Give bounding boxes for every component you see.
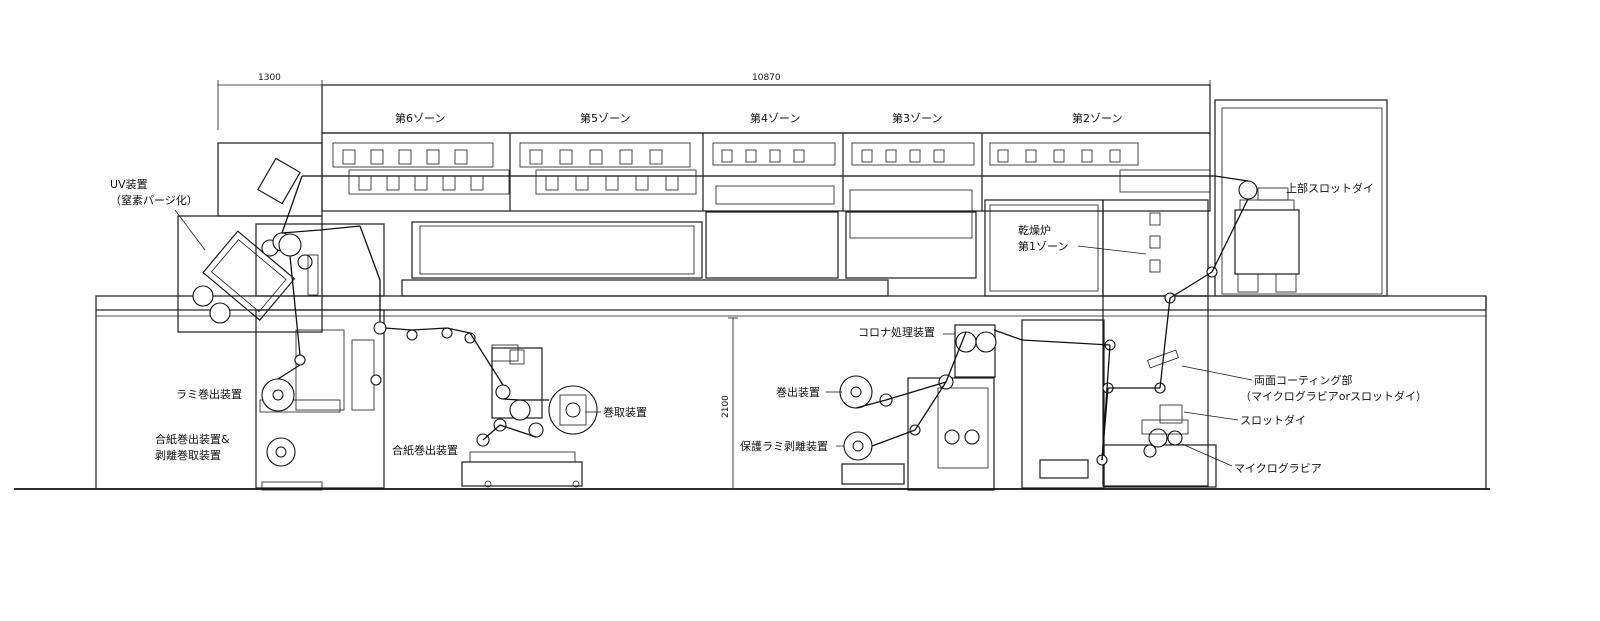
double-coating-label-line1: 両面コーティング部 (1254, 373, 1352, 387)
oven-zone1-label-line1: 乾燥炉 (1018, 224, 1051, 237)
double-coating-label-line2: （マイクログラビアorスロットダイ） (1240, 389, 1427, 403)
corona-label: コロナ処理装置 (858, 326, 935, 339)
zone-labels: 第6ゾーン 第5ゾーン 第4ゾーン 第3ゾーン 第2ゾーン (395, 111, 1122, 125)
zone-3-label: 第3ゾーン (892, 111, 942, 125)
dimension-height: 2100 (721, 395, 731, 418)
slot-die-label: スロットダイ (1240, 413, 1306, 427)
protect-lami-label: 保護ラミ剥離装置 (740, 439, 828, 453)
unwind-corona-labels: コロナ処理装置 巻出装置 保護ラミ剥離装置 (740, 326, 955, 453)
coating-section (1021, 292, 1217, 489)
zone-2-label: 第2ゾーン (1072, 111, 1122, 125)
right-labels: 上部スロットダイ 乾燥炉 第1ゾーン 両面コーティング部 （マイクログラビアor… (1018, 181, 1427, 475)
oven-enclosure (321, 84, 1211, 297)
top-dimensions: 1300 10870 (217, 73, 1211, 130)
unwind-corona-section (839, 324, 997, 491)
interleaf-unwinder-label: 合紙巻出装置 (392, 443, 458, 457)
dimension-uv: 1300 (258, 73, 281, 83)
uv-section (174, 142, 323, 333)
oven-zone1-label-line2: 第1ゾーン (1018, 239, 1068, 253)
floor-and-platform: 2100 (14, 279, 1490, 490)
web-path (277, 175, 1249, 461)
zone-6-label: 第6ゾーン (395, 111, 445, 125)
lami-unwinder-labels: ラミ巻出装置 合紙巻出装置& 剥離巻取装置 (155, 387, 242, 462)
winder-section (406, 327, 598, 488)
interleaf-label-line2: 剥離巻取装置 (155, 448, 221, 462)
oven-nozzles (332, 142, 1211, 205)
unwinder-label: 巻出装置 (776, 385, 820, 399)
dimension-oven-total: 10870 (752, 73, 781, 83)
zone-5-label: 第5ゾーン (580, 111, 630, 125)
zone-4-label: 第4ゾーン (750, 111, 800, 125)
uv-label: UV装置 （窒素パージ化） (110, 178, 198, 207)
top-slot-die-unit (1206, 99, 1388, 297)
winder-labels: 合紙巻出装置 巻取装置 (392, 406, 647, 457)
top-slot-die-label: 上部スロットダイ (1286, 181, 1374, 195)
winder-label: 巻取装置 (603, 406, 647, 419)
lami-unwinder-label: ラミ巻出装置 (176, 387, 242, 401)
lami-unwind-tower (255, 223, 387, 491)
interleaf-label-line1: 合紙巻出装置& (155, 432, 230, 446)
uv-label-line2: （窒素パージ化） (110, 193, 198, 207)
uv-label-line1: UV装置 (110, 178, 148, 191)
micro-gravure-label: マイクログラビア (1234, 461, 1322, 475)
